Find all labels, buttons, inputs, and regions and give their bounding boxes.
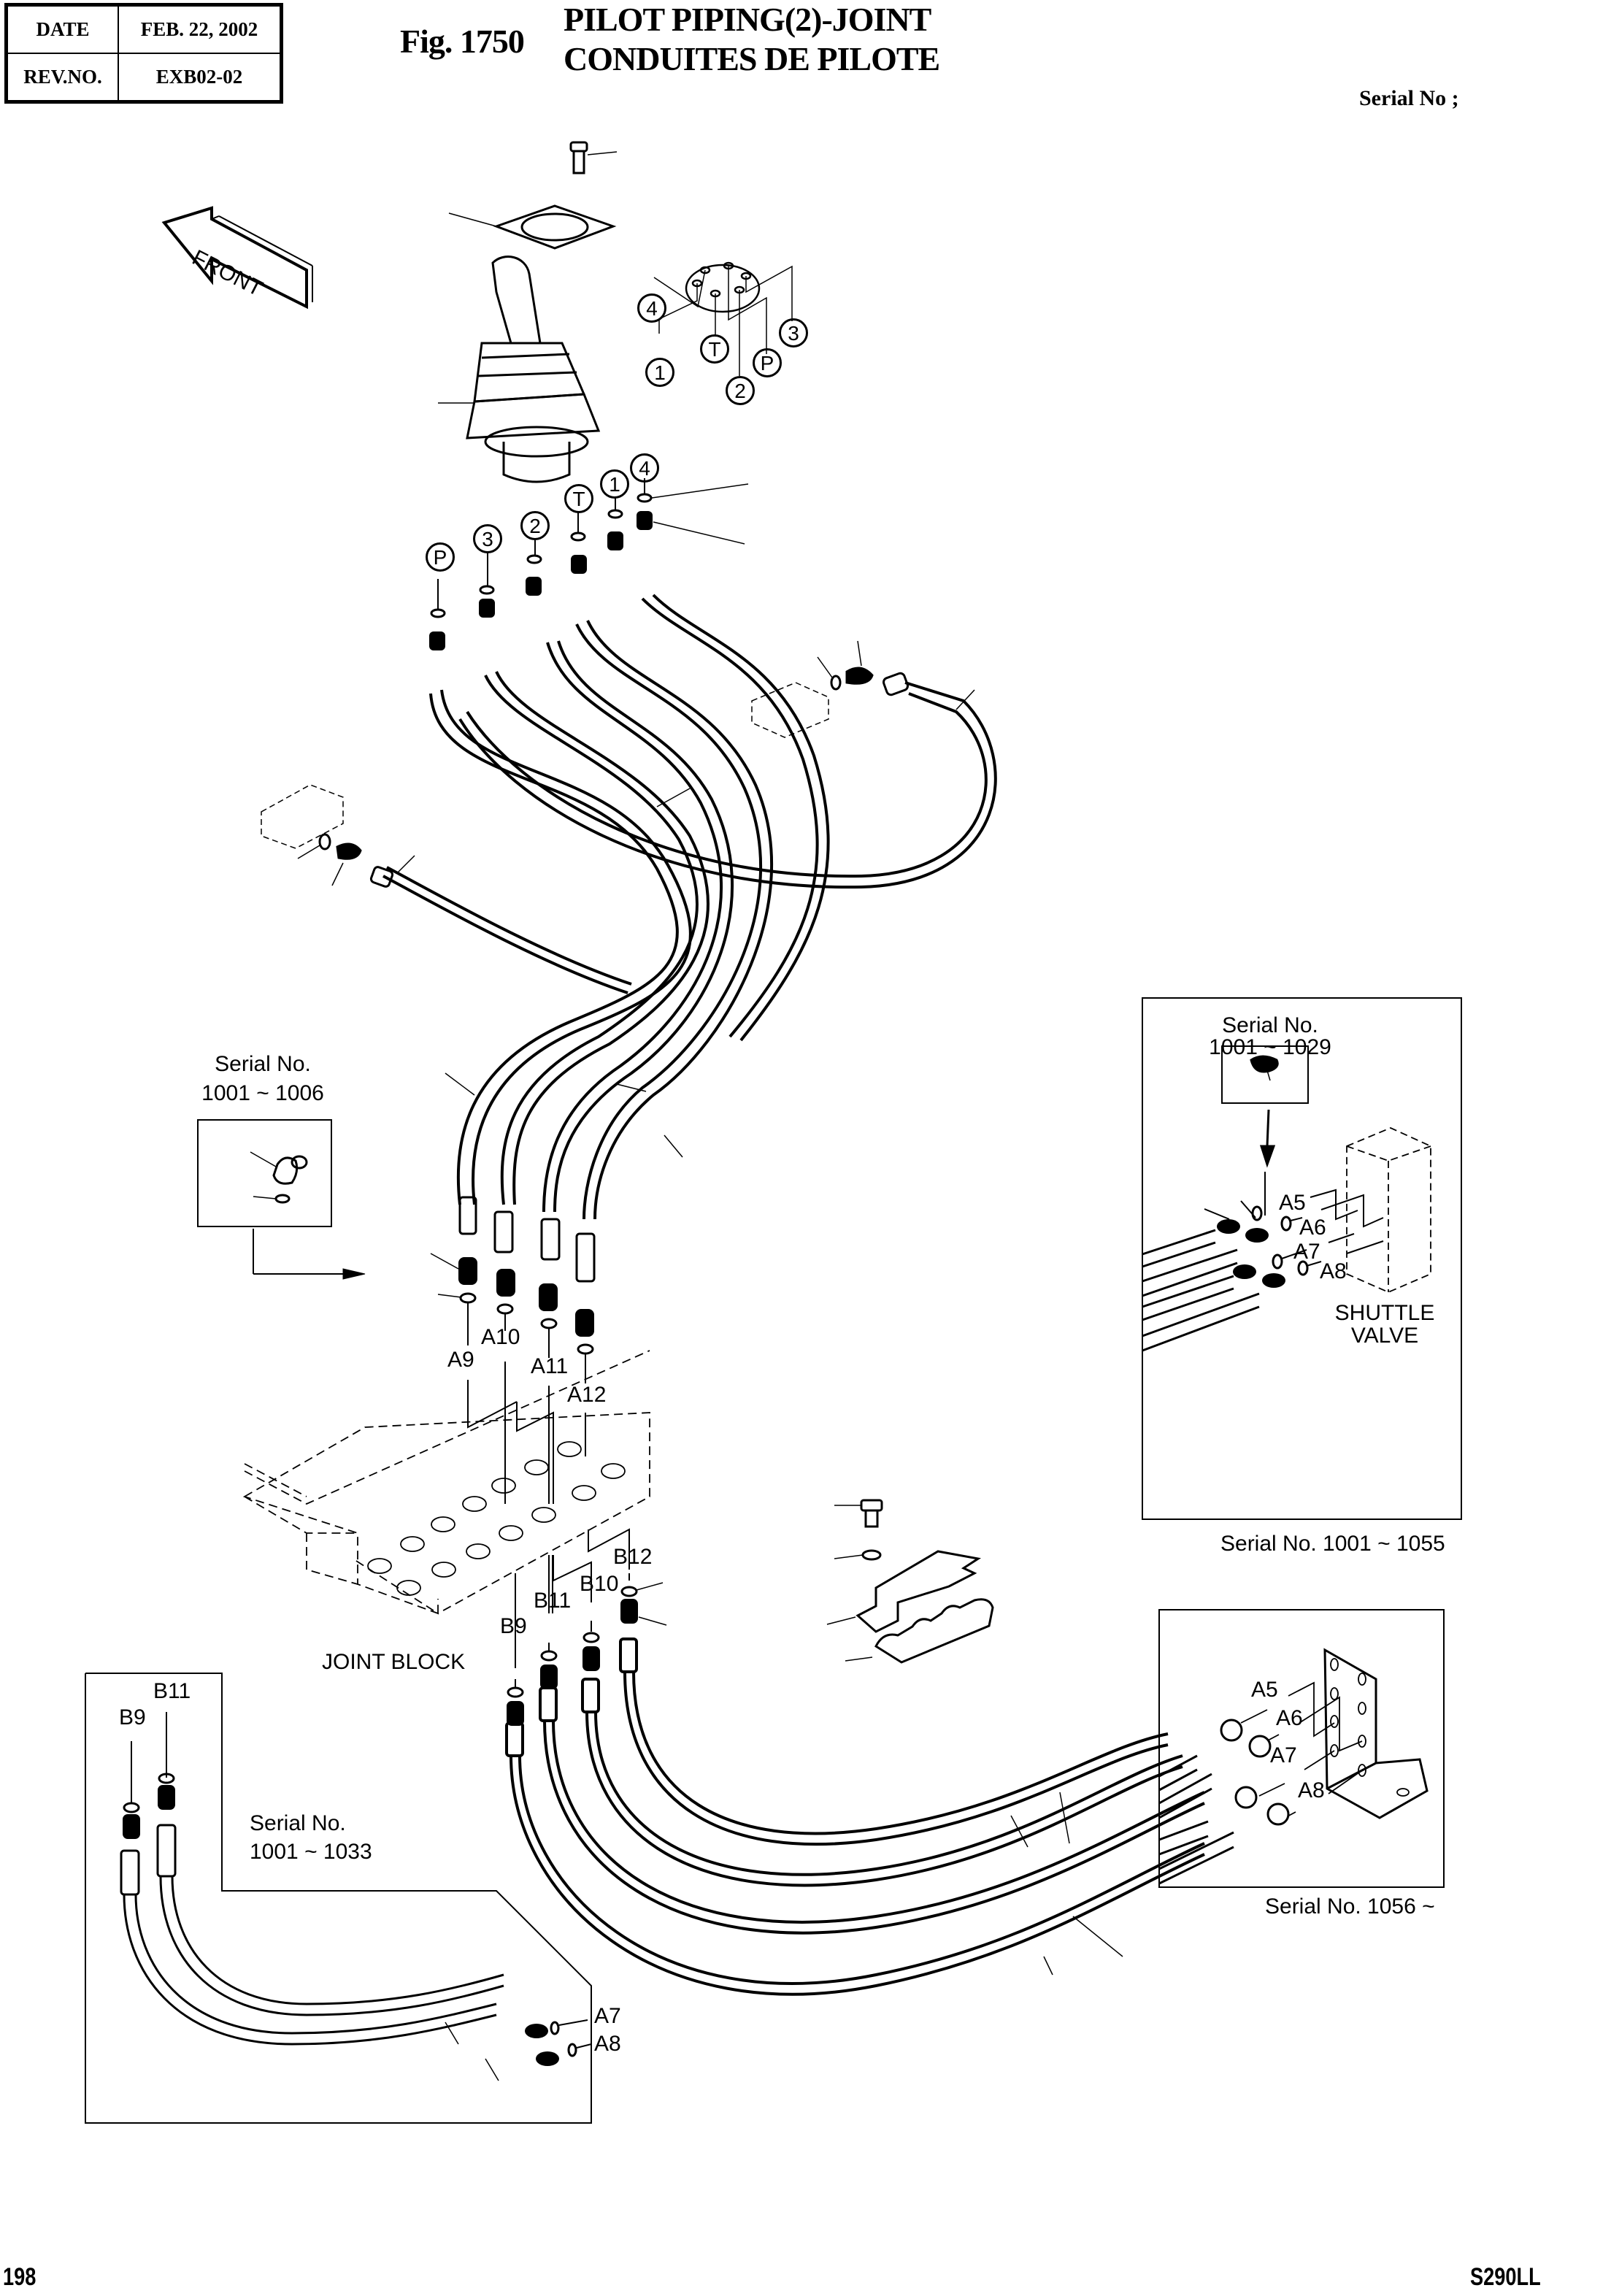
port-label-a12: A12 <box>567 1383 607 1407</box>
page-title-english: PILOT PIPING(2)-JOINT <box>564 1 931 38</box>
figure-number: Fig. 1750 <box>400 23 525 60</box>
joint-block-label: JOINT BLOCK <box>322 1650 466 1674</box>
port-circle-1: 1 <box>645 358 674 387</box>
bracket-port-label-a7: A7 <box>1270 1743 1297 1767</box>
inset-hoses-port-label-a8: A8 <box>594 2032 621 2056</box>
port-circle-4: 4 <box>630 453 659 483</box>
port-circle-T: T <box>700 334 729 364</box>
inset-hoses-port-label-b9: B9 <box>119 1705 146 1729</box>
port-label-b9: B9 <box>500 1614 527 1638</box>
bracket-caption: Serial No. 1056 ~ <box>1265 1894 1435 1919</box>
serial-number-label: Serial No ; <box>1359 86 1459 110</box>
inset-shuttle-serial-range: 1001 ~ 1029 <box>1209 1035 1331 1059</box>
inset-bracket-box <box>1158 1609 1445 1888</box>
shuttle-port-label-a8: A8 <box>1320 1259 1347 1283</box>
tee-block-right-icon <box>751 682 829 738</box>
port-label-a11: A11 <box>531 1354 569 1378</box>
shuttle-port-label-a7: A7 <box>1293 1240 1320 1264</box>
port-circle-2: 2 <box>520 511 550 540</box>
revision-value: EXB02-02 <box>118 53 282 103</box>
inset-hoses-port-label-a7: A7 <box>594 2004 621 2028</box>
port-circle-T: T <box>564 484 593 513</box>
inset-elbow-serial-title: Serial No. <box>215 1052 311 1076</box>
port-circle-4: 4 <box>637 293 666 323</box>
port-circle-3: 3 <box>779 318 808 348</box>
fittings-top <box>429 511 653 650</box>
port-label-b11: B11 <box>534 1589 572 1613</box>
lower-hoses <box>505 1637 1205 1996</box>
revision-info-table: DATE FEB. 22, 2002 REV.NO. EXB02-02 <box>4 3 283 104</box>
port-circle-P: P <box>426 542 455 572</box>
front-arrow-icon <box>161 206 313 310</box>
inset-shuttle-valve-box <box>1142 997 1462 1520</box>
bracket-port-label-a6: A6 <box>1276 1706 1303 1730</box>
mounting-plate-icon <box>448 204 617 250</box>
port-circle-1: 1 <box>600 469 629 499</box>
date-value: FEB. 22, 2002 <box>118 4 282 54</box>
inset-shuttle-serial-title: Serial No. <box>1222 1013 1318 1037</box>
port-label-a9: A9 <box>447 1348 474 1372</box>
pilot-valve-lever-icon <box>438 256 601 483</box>
port-label-b10: B10 <box>580 1572 619 1596</box>
shuttle-valve-label-1: SHUTTLE <box>1334 1301 1435 1325</box>
model-name: S290LL <box>1470 2263 1541 2291</box>
arrow-right-icon <box>342 1268 366 1280</box>
port-circle-P: P <box>753 348 782 377</box>
page-number: 198 <box>3 2263 36 2291</box>
inset-elbow-box <box>197 1119 343 1275</box>
revision-label: REV.NO. <box>5 53 119 103</box>
page-title-french: CONDUITES DE PILOTE <box>564 40 940 77</box>
shuttle-valve-label-2: VALVE <box>1350 1324 1419 1348</box>
inset-hoses-serial-title: Serial No. <box>250 1811 346 1835</box>
shuttle-port-label-a5: A5 <box>1279 1191 1306 1215</box>
shuttle-port-label-a6: A6 <box>1299 1216 1326 1240</box>
port-circle-3: 3 <box>473 524 502 553</box>
tee-block-left-icon <box>261 784 344 849</box>
bolt-icon <box>569 141 618 174</box>
port-label-b12: B12 <box>613 1545 653 1569</box>
bracket-port-label-a8: A8 <box>1298 1778 1325 1802</box>
fittings-a-ports <box>458 1257 594 1337</box>
shuttle-valve-caption: Serial No. 1001 ~ 1055 <box>1220 1532 1445 1556</box>
date-label: DATE <box>5 4 119 54</box>
joint-block-ports <box>367 1441 626 1596</box>
port-label-a10: A10 <box>481 1325 520 1349</box>
pilot-hoses <box>382 594 997 1220</box>
inset-hoses-serial-range: 1001 ~ 1033 <box>250 1840 372 1864</box>
inset-hoses-box <box>85 1673 592 2124</box>
bracket-port-label-a5: A5 <box>1251 1678 1278 1702</box>
shuttle-valve-icon <box>1346 1127 1431 1293</box>
joint-block-icon <box>242 1412 650 1615</box>
port-pattern-plate-icon <box>685 261 761 313</box>
mounting-bracket-icon <box>1323 1648 1429 1819</box>
hose-clamp-bracket-icon <box>826 1499 994 1664</box>
port-circle-2: 2 <box>726 376 755 405</box>
inset-hoses-port-label-b11: B11 <box>153 1679 191 1703</box>
inset-elbow-serial-range: 1001 ~ 1006 <box>201 1081 324 1105</box>
